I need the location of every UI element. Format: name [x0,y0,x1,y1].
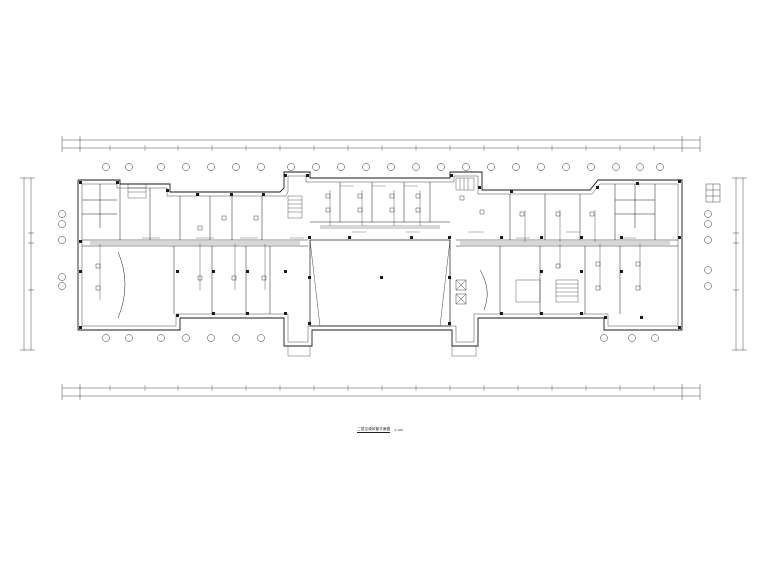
drawing-title: 二层空调风管平面图 [357,427,391,434]
stairs [127,177,579,357]
drawing-scale: 1:100 [394,428,403,432]
elevators [455,279,467,305]
top-dimension-lines [61,136,701,152]
axis-bubbles [58,163,712,342]
central-hall [309,239,451,327]
curved-partition [117,251,126,319]
supply-air-ducts [90,190,670,300]
detail-box [705,183,721,203]
drawing-caption: 二层空调风管平面图 1:100 [300,425,460,435]
curved-partition-right [479,269,488,311]
fan-coil-units [95,193,641,291]
side-dimension-lines [20,177,747,351]
building-outline [77,171,683,347]
duct-annotations [142,185,636,239]
interior-walls [82,182,678,314]
bottom-dimension-lines [61,384,701,400]
structural-columns [79,174,681,329]
